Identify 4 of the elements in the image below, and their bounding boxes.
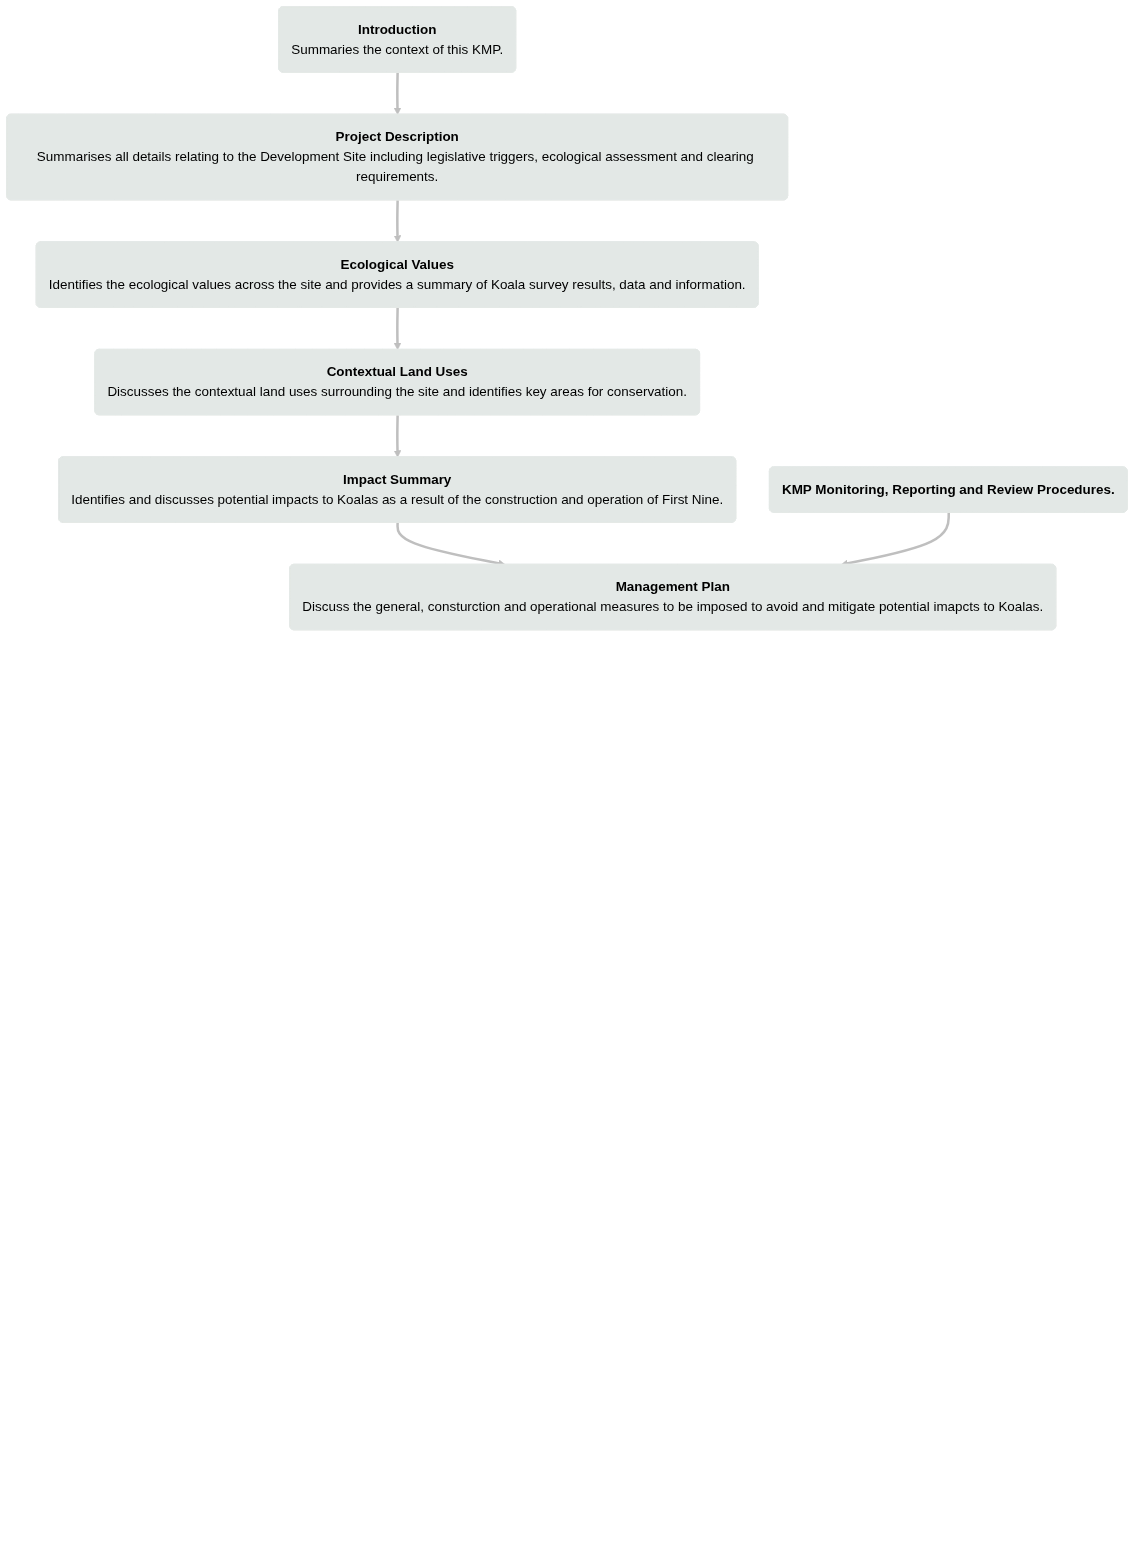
arrow xyxy=(393,415,402,458)
arrow xyxy=(393,72,402,115)
arrow xyxy=(393,200,402,243)
arrow xyxy=(393,307,402,351)
